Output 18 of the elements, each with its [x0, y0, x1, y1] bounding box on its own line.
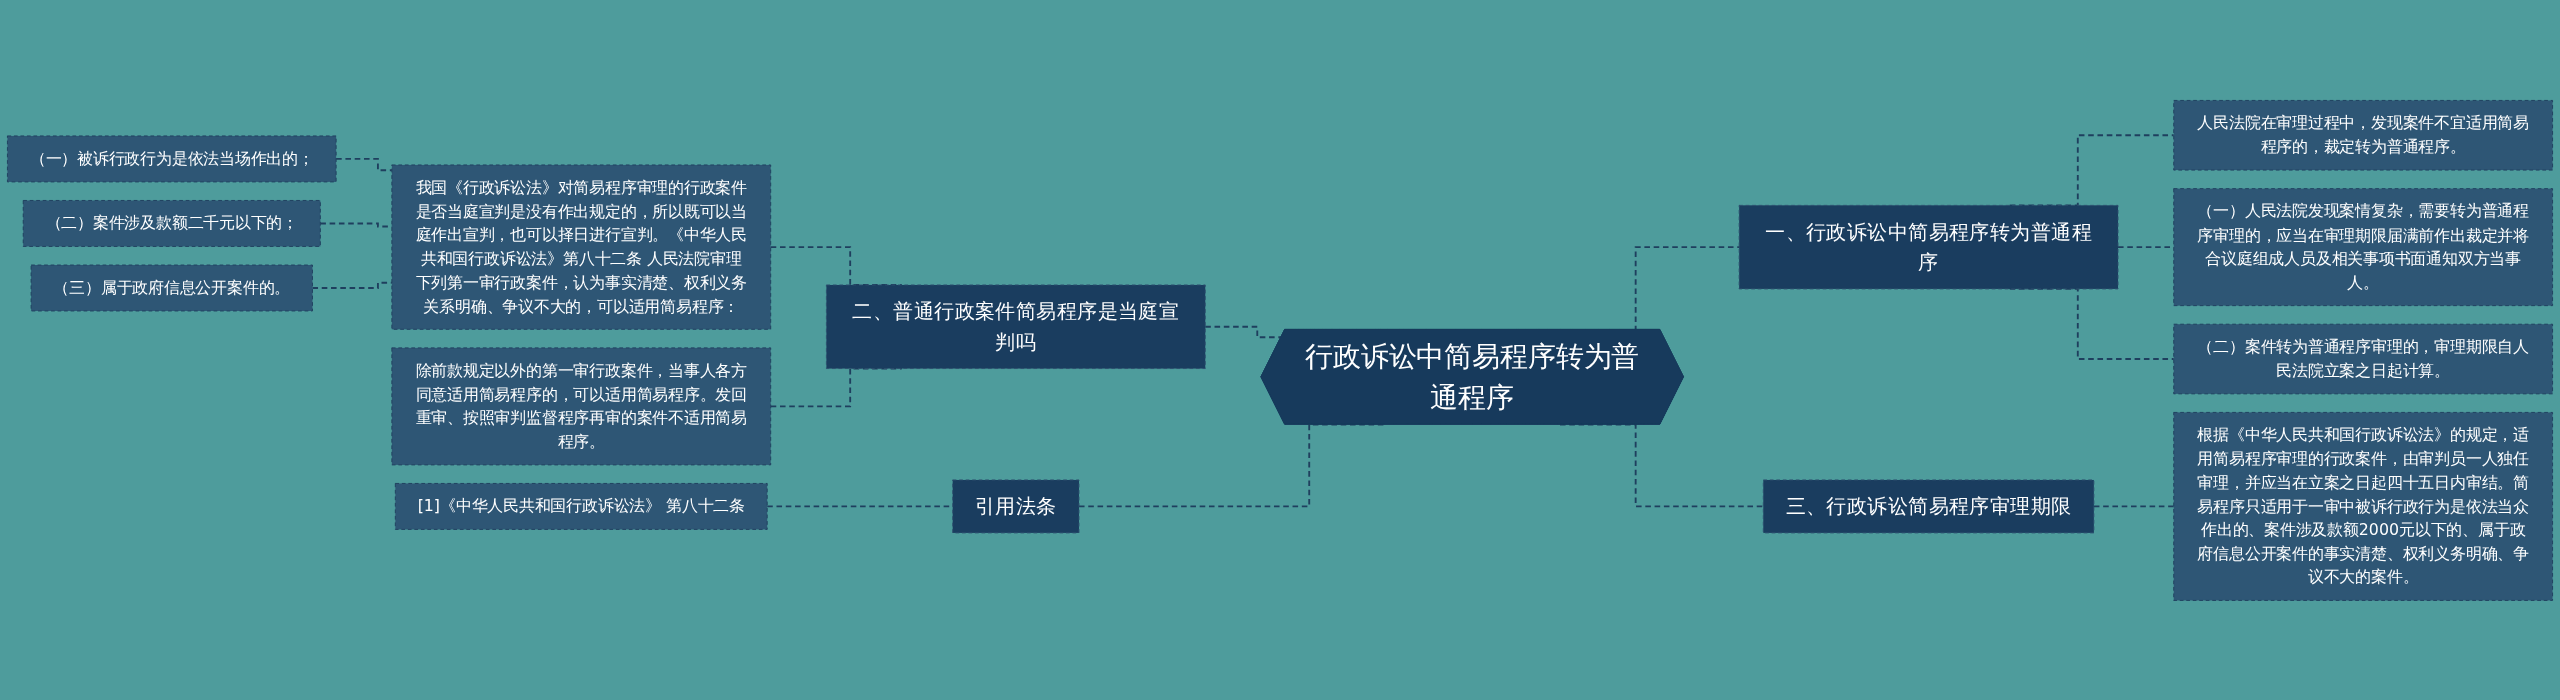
node-box: （二）案件转为普通程序审理的，审理期限自人民法院立案之日起计算。 — [2173, 323, 2554, 394]
node-box: [1]《中华人民共和国行政诉讼法》 第八十二条 — [394, 482, 768, 530]
connector — [1204, 325, 1283, 338]
node-box: 我国《行政诉讼法》对简易程序审理的行政案件是否当庭宣判是没有作出规定的，所以既可以当庭作出宣判，也可以择日进行宣判。《中华人民共和国行政诉讼法》第八十二条 人民法院审理下列第一审行政案件，认为事实清楚、权利义务关系明确、争议不大的，可以适用简易程序： — [391, 164, 772, 330]
node-box: 根据《中华人民共和国行政诉讼法》的规定，适用简易程序审理的行政案件，由审判员一人独任审理，并应当在立案之日起四十五日内审结。简易程序只适用于一审中被诉行政行为是依法当众作出的、案件涉及款额2000元以下的、属于政府信息公开案件的事实清楚、权利义务明确、争议不大的案件。 — [2173, 411, 2554, 601]
connector — [2092, 505, 2175, 507]
node-box: （一）人民法院发现案情复杂，需要转为普通程序审理的，应当在审理期限届满前作出裁定并将合议庭组成人员及相关事项书面通知双方当事人。 — [2173, 187, 2554, 306]
node-box: 人民法院在审理过程中，发现案件不宜适用简易程序的，裁定转为普通程序。 — [2173, 99, 2554, 171]
node-box: 三、行政诉讼简易程序审理期限 — [1762, 479, 2095, 533]
connector — [335, 157, 393, 171]
node-box: 一、行政诉讼中简易程序转为普通程序 — [1738, 204, 2119, 289]
node-box: 除前款规定以外的第一审行政案件，当事人各方同意适用简易程序的，可以适用简易程序。发回重审、按照审判监督程序再审的案件不适用简易程序。 — [391, 347, 772, 465]
node-box: （一）被诉行政行为是依法当场作出的； — [6, 135, 337, 182]
node-box: 引用法条 — [952, 479, 1080, 533]
connector — [1559, 423, 1765, 507]
node-box: （三）属于政府信息公开案件的。 — [30, 264, 313, 311]
node-box: 二、普通行政案件简易程序是当庭宣判吗 — [825, 284, 1206, 369]
node-box: （二）案件涉及款额二千元以下的； — [22, 199, 321, 247]
